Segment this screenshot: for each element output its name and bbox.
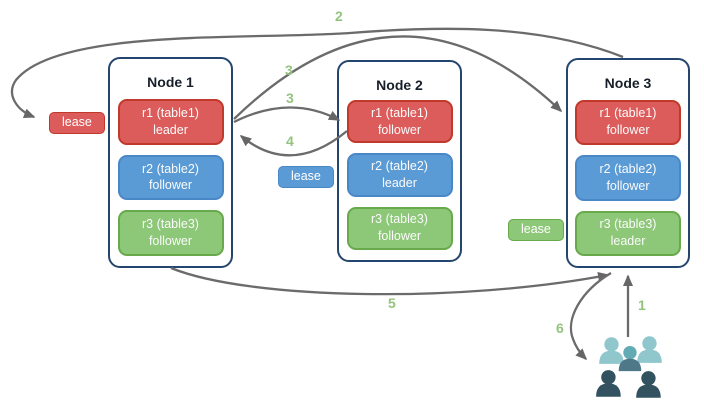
node-1-title: Node 1	[147, 74, 194, 90]
node-2-range-r3: r3 (table3) follower	[346, 206, 453, 250]
node-3-range-r2: r2 (table2) follower	[575, 155, 681, 201]
range-role: follower	[606, 123, 650, 138]
node-1: Node 1 r1 (table1) leader r2 (table2) fo…	[108, 57, 233, 268]
range-name: r3 (table3)	[142, 217, 199, 232]
step-label-3b: 3	[286, 90, 294, 106]
lease-badge-r1: lease	[49, 112, 105, 134]
node-2-title: Node 2	[376, 77, 423, 93]
users-icon	[592, 333, 670, 406]
range-role: leader	[382, 176, 417, 191]
node-1-range-r3: r3 (table3) follower	[117, 210, 224, 256]
lease-badge-r2: lease	[278, 166, 334, 188]
arrow-step5-node1-to-node3	[170, 266, 610, 296]
step-label-2: 2	[335, 8, 343, 24]
arrow-step2-node3-to-lease1	[10, 27, 624, 119]
step-label-6: 6	[556, 320, 564, 336]
node-3: Node 3 r1 (table1) follower r2 (table2) …	[566, 58, 690, 268]
node-2-range-r1: r1 (table1) follower	[346, 100, 453, 144]
range-name: r2 (table2)	[371, 159, 428, 174]
node-3-range-r3: r3 (table3) leader	[575, 210, 681, 256]
node-1-range-r2: r2 (table2) follower	[117, 154, 224, 201]
arrow-step4-node2-to-node1	[239, 130, 348, 157]
step-label-5: 5	[388, 295, 396, 311]
range-role: follower	[148, 234, 193, 249]
node-2: Node 2 r1 (table1) follower r2 (table2) …	[337, 60, 462, 262]
node-1-range-r1: r1 (table1) leader	[117, 98, 224, 145]
node-3-title: Node 3	[604, 75, 652, 91]
range-name: r2 (table2)	[599, 161, 657, 176]
range-role: follower	[377, 229, 422, 244]
step-label-4: 4	[286, 133, 294, 149]
range-role: follower	[148, 178, 193, 193]
step-label-3a: 3	[285, 62, 293, 78]
arrow-step3-node1-to-node2	[233, 106, 341, 124]
node-2-range-r2: r2 (table2) leader	[346, 153, 453, 197]
range-role: follower	[377, 122, 422, 137]
range-name: r3 (table3)	[371, 212, 428, 227]
range-role: follower	[606, 178, 650, 193]
step-label-1: 1	[638, 297, 646, 313]
range-name: r3 (table3)	[599, 217, 657, 232]
range-role: leader	[153, 122, 188, 137]
range-name: r1 (table1)	[599, 106, 657, 121]
node-3-range-r1: r1 (table1) follower	[575, 99, 681, 146]
range-name: r2 (table2)	[142, 161, 199, 176]
range-name: r1 (table1)	[371, 105, 428, 120]
range-role: leader	[610, 234, 646, 249]
range-name: r1 (table1)	[142, 105, 199, 120]
lease-badge-r3: lease	[508, 219, 564, 241]
